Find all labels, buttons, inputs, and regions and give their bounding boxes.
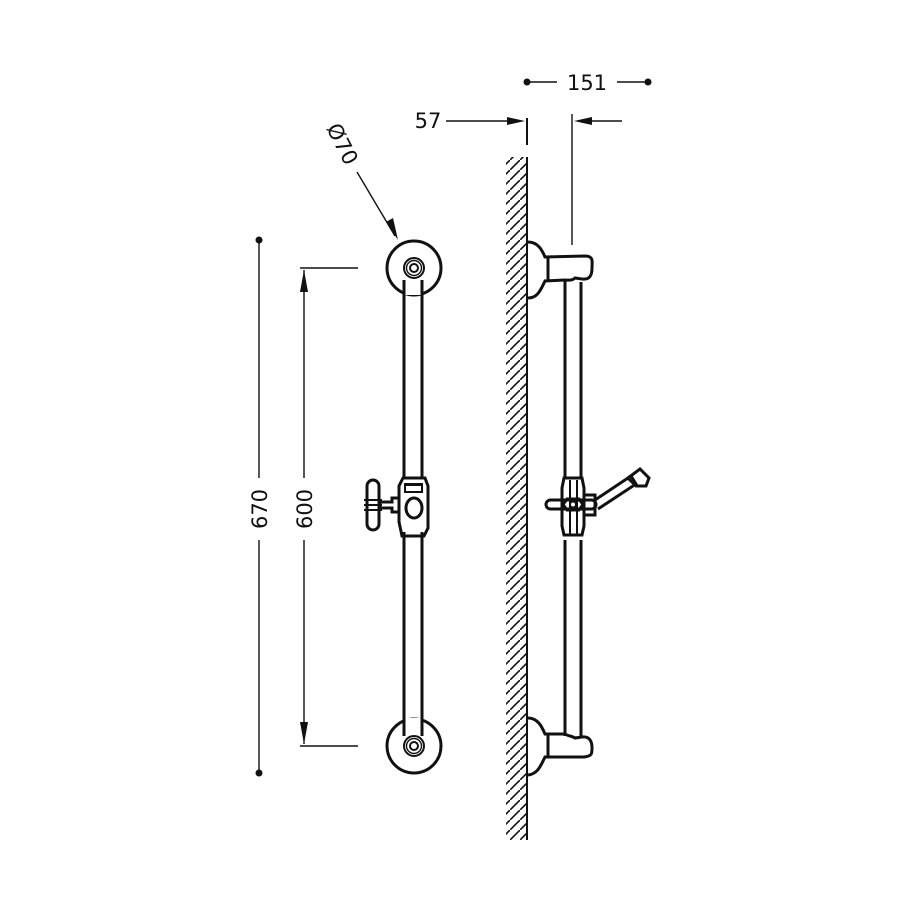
hatched-wall-section <box>506 118 534 840</box>
diameter-70-label: Ø70 <box>322 119 363 168</box>
dimension-670-label: 670 <box>248 489 272 529</box>
dimension-151: 151 <box>523 71 652 95</box>
rail-tube-front <box>402 280 424 736</box>
bottom-wall-bracket-side <box>527 716 594 777</box>
bottom-wall-bracket-front <box>385 717 443 775</box>
dimension-600: 600 <box>293 267 358 747</box>
rail-tube-side <box>563 280 583 738</box>
slider-holder-front <box>364 476 430 538</box>
dimension-670: 670 <box>248 236 272 777</box>
dimension-57: 57 <box>415 109 622 245</box>
dimension-diameter-70: Ø70 <box>322 119 398 240</box>
front-view: 670 600 Ø70 <box>248 119 443 777</box>
top-wall-bracket-side <box>527 240 594 300</box>
dimension-600-label: 600 <box>293 489 317 529</box>
dimension-151-label: 151 <box>567 71 607 95</box>
slider-holder-side <box>544 467 651 537</box>
top-wall-bracket-front <box>385 239 443 297</box>
dimension-57-label: 57 <box>415 109 442 133</box>
side-view: 151 57 <box>415 71 652 840</box>
